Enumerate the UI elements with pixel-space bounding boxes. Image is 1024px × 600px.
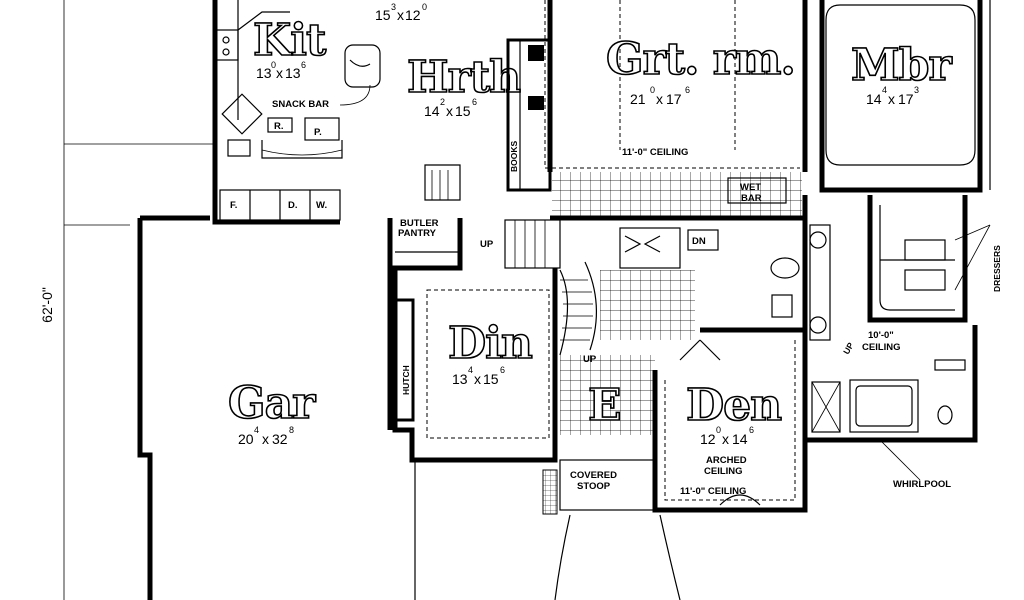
svg-text:x: x	[474, 371, 481, 387]
room-name-mbr: Mbr	[851, 40, 952, 91]
room-dim-gar-w: 20	[238, 431, 254, 447]
whirlpool-label: WHIRLPOOL	[893, 479, 951, 490]
room-dim-din-dsup: 6	[500, 365, 505, 375]
butler-pantry: BUTLER PANTRY	[387, 164, 463, 271]
kitchen: R. P. F. D. W. Kit 13 0 x 13 6 SNACK BAR	[212, 0, 381, 225]
den: Den 12 0 x 14 6 ARCHED CEILING 11'-0" CE…	[652, 327, 808, 513]
master-bedroom: Mbr 14 4 x 17 3	[819, 0, 991, 193]
room-dim-grt-dsup: 6	[685, 85, 690, 95]
stair-up-label: UP	[480, 239, 494, 250]
room-dim-kit-w: 13	[256, 65, 272, 81]
room-dim-den-dsup: 6	[749, 425, 754, 435]
overall-dimension-label: 62'-0"	[39, 287, 55, 323]
stoop-label: STOOP	[577, 481, 611, 492]
room-dim-gar-wsup: 4	[254, 425, 259, 435]
svg-text:x: x	[262, 431, 269, 447]
svg-text:x: x	[276, 65, 283, 81]
room-dim-gar-dsup: 8	[289, 425, 294, 435]
room-dim-den-d: 14	[732, 431, 748, 447]
room-name-din: Din	[448, 318, 532, 369]
room-name-kit: Kit	[253, 15, 327, 66]
room-dim-mbr-d: 17	[898, 91, 914, 107]
room-dim-kit-dsup: 6	[301, 60, 306, 70]
label-f: F.	[230, 200, 237, 211]
room-dim-hrth-d: 15	[455, 103, 471, 119]
walk-in-closet: DRESSERS	[867, 195, 1002, 323]
room-dim-kit-d: 13	[285, 65, 301, 81]
butler-label: BUTLER	[400, 218, 439, 229]
room-dim-hrth-dsup: 6	[472, 97, 477, 107]
overall-dimension-line: 62'-0"	[39, 0, 215, 600]
room-dim-grt-wsup: 0	[650, 85, 655, 95]
room-dim-den-wsup: 0	[716, 425, 721, 435]
room-dim-hrth-w: 14	[424, 103, 440, 119]
svg-text:x: x	[656, 91, 663, 107]
dressers-label: DRESSERS	[992, 245, 1002, 292]
dining-room: HUTCH Din 13 4 x 15 6	[392, 268, 558, 463]
kitchen-label-p: P.	[314, 127, 322, 138]
room-name-hrth: Hrth	[407, 52, 520, 103]
great-room-ceiling: 11'-0" CEILING	[622, 147, 688, 158]
den-ceiling-label: 11'-0" CEILING	[680, 486, 746, 497]
bar-label: BAR	[741, 193, 762, 204]
entry-up-label: UP	[583, 354, 597, 365]
svg-text:x: x	[397, 7, 404, 23]
room-dim-mbr-dsup: 3	[914, 85, 919, 95]
covered-stoop: COVERED STOOP	[414, 459, 681, 600]
room-dim-kit-wsup: 0	[271, 60, 276, 70]
pantry-label: PANTRY	[398, 228, 437, 239]
books-label: BOOKS	[509, 141, 519, 173]
garage: Gar 20 4 x 32 8	[137, 215, 393, 600]
hutch-label: HUTCH	[401, 365, 411, 395]
arched-ceiling-label: CEILING	[704, 466, 743, 477]
entry: E UP	[583, 354, 622, 432]
master-bath: 10'-0" CEILING UP WHIRLPOOL	[770, 195, 978, 490]
room-dim-nook-wsup: 3	[391, 2, 396, 12]
room-dim-grt-d: 17	[666, 91, 682, 107]
room-name-grt: Grt. rm.	[606, 34, 795, 85]
bath-ceiling-word: CEILING	[862, 342, 901, 353]
room-dim-nook-dsup: 0	[422, 2, 427, 12]
wet-label: WET	[740, 182, 761, 193]
foyer-tile	[560, 270, 695, 435]
label-w: W.	[316, 200, 327, 211]
room-dim-den-w: 12	[700, 431, 716, 447]
bath-ceiling-height: 10'-0"	[868, 330, 894, 341]
room-dim-din-wsup: 4	[468, 365, 473, 375]
room-name-ent: E	[588, 380, 621, 431]
room-dim-mbr-w: 14	[866, 91, 882, 107]
room-dim-nook-d: 12	[405, 7, 421, 23]
kitchen-label-r: R.	[274, 121, 284, 132]
room-dim-grt-w: 21	[630, 91, 646, 107]
room-dim-nook-w: 15	[375, 7, 391, 23]
stair-dn-label: DN	[692, 236, 706, 247]
room-dim-hrth-wsup: 2	[440, 97, 445, 107]
snack-bar-label: SNACK BAR	[272, 99, 329, 110]
arched-label: ARCHED	[706, 455, 747, 466]
svg-text:x: x	[888, 91, 895, 107]
great-room: Grt. rm. 21 0 x 17 6 11'-0" CEILING WET …	[544, 0, 808, 221]
covered-label: COVERED	[570, 470, 617, 481]
hearth-room: Hrth 14 2 x 15 6	[406, 51, 522, 119]
room-name-den: Den	[686, 380, 781, 431]
room-dim-din-w: 13	[452, 371, 468, 387]
svg-text:x: x	[446, 103, 453, 119]
room-name-gar: Gar	[228, 378, 316, 429]
bath-up-label: UP	[841, 340, 856, 356]
room-dim-mbr-wsup: 4	[882, 85, 887, 95]
stairs: UP DN	[480, 219, 719, 356]
nook-dimensions: 15 3 x 12 0	[375, 2, 427, 23]
room-dim-din-d: 15	[483, 371, 499, 387]
room-dim-gar-d: 32	[272, 431, 288, 447]
svg-text:x: x	[722, 431, 729, 447]
label-d: D.	[288, 200, 298, 211]
